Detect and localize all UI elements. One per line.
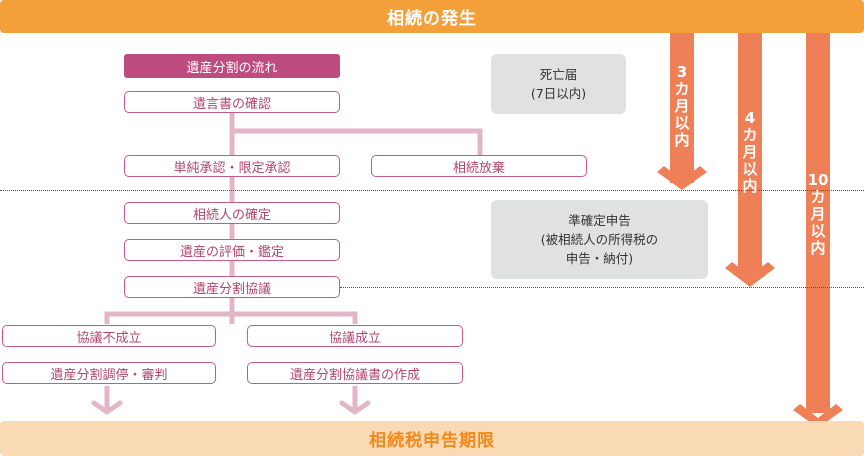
deadline-3-number: 3 bbox=[676, 63, 688, 81]
arrowhead-right bbox=[339, 400, 371, 415]
deadline-10-char: カ bbox=[810, 188, 826, 206]
step-estate-valuation: 遺産の評価・鑑定 bbox=[124, 239, 340, 261]
deadline-3-char: 以 bbox=[674, 114, 690, 132]
deadline-10-char: 内 bbox=[810, 239, 826, 257]
deadline-arrow-4-head bbox=[725, 262, 775, 287]
note-death-report: 死亡届 (7日以内) bbox=[491, 54, 626, 114]
deadline-3-char: カ bbox=[674, 80, 690, 98]
step-acceptance: 単純承認・限定承認 bbox=[124, 155, 340, 177]
note-quasi-filing-line2: (被相続人の所得税の bbox=[540, 232, 659, 247]
flow-title: 遺産分割の流れ bbox=[124, 54, 340, 78]
divider-4-months bbox=[340, 287, 864, 288]
inheritance-occurrence-banner: 相続の発生 bbox=[0, 0, 864, 33]
deadline-arrow-4-shaft bbox=[738, 33, 762, 278]
deadline-10-number: 10 bbox=[807, 171, 829, 189]
deadline-label-3-months: 3 カ 月 以 内 bbox=[674, 64, 690, 149]
deadline-4-char: カ bbox=[742, 126, 758, 144]
deadline-4-char: 以 bbox=[742, 160, 758, 178]
deadline-3-char: 内 bbox=[674, 131, 690, 149]
deadline-10-char: 月 bbox=[810, 205, 826, 223]
deadline-label-4-months: 4 カ 月 以 内 bbox=[742, 110, 758, 195]
deadline-4-char: 月 bbox=[742, 143, 758, 161]
deadline-10-char: 以 bbox=[810, 222, 826, 240]
note-quasi-filing: 準確定申告 (被相続人の所得税の 申告・納付) bbox=[491, 200, 708, 279]
connector-split bbox=[104, 311, 358, 324]
note-death-report-line1: 死亡届 bbox=[539, 67, 578, 82]
note-death-report-line2: (7日以内) bbox=[530, 86, 587, 101]
deadline-4-number: 4 bbox=[744, 109, 756, 127]
step-negotiation-failed: 協議不成立 bbox=[2, 325, 216, 347]
deadline-3-char: 月 bbox=[674, 97, 690, 115]
step-division-negotiation: 遺産分割協議 bbox=[124, 276, 340, 298]
connector-renunciation bbox=[232, 128, 483, 156]
deadline-arrow-10-head bbox=[793, 404, 843, 428]
arrowhead-left bbox=[91, 400, 123, 415]
step-renunciation: 相続放棄 bbox=[371, 155, 587, 177]
step-mediation-trial: 遺産分割調停・審判 bbox=[2, 362, 216, 384]
deadline-arrow-3-shaft bbox=[670, 33, 694, 183]
divider-3-months bbox=[0, 190, 864, 191]
deadline-4-char: 内 bbox=[742, 177, 758, 195]
note-quasi-filing-line3: 申告・納付) bbox=[565, 251, 634, 266]
step-heir-confirm: 相続人の確定 bbox=[124, 202, 340, 224]
step-negotiation-success: 協議成立 bbox=[247, 325, 463, 347]
tax-filing-deadline-banner: 相続税申告期限 bbox=[0, 421, 864, 456]
deadline-label-10-months: 10 カ 月 以 内 bbox=[806, 172, 830, 257]
step-will-check: 遺言書の確認 bbox=[124, 91, 340, 113]
deadline-arrow-10-shaft bbox=[806, 33, 830, 413]
note-quasi-filing-line1: 準確定申告 bbox=[568, 213, 631, 228]
deadline-arrow-3-head bbox=[657, 166, 707, 190]
step-agreement-document: 遺産分割協議書の作成 bbox=[247, 362, 463, 384]
